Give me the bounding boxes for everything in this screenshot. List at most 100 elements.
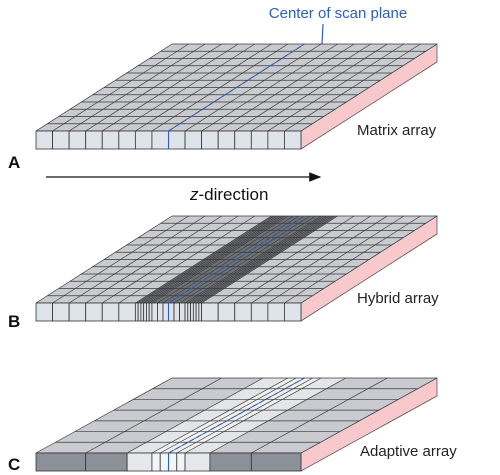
grid-column-line: [52, 215, 189, 304]
element-front-cell: [250, 302, 269, 322]
element-front-cell: [52, 302, 70, 322]
element-front-cell: [118, 302, 136, 322]
element-front-cell: [68, 302, 87, 322]
grid-column-line: [85, 215, 222, 304]
grid-column-line: [187, 215, 325, 304]
z-direction-axis: z-direction: [46, 172, 322, 204]
z-direction-label: z-direction: [189, 185, 268, 204]
panel-letter-a: A: [8, 153, 20, 172]
element-front-cell: [151, 452, 161, 472]
panel-letter-c: C: [8, 455, 20, 474]
element-column-top: [160, 378, 305, 453]
element-front-cell: [126, 452, 153, 472]
element-front-cell: [52, 130, 70, 150]
element-front-cell: [137, 302, 142, 322]
grid-column-line: [35, 215, 173, 304]
element-front-cell: [85, 130, 103, 150]
element-front-cell: [184, 302, 189, 322]
element-front-cell: [198, 302, 203, 322]
grid-column-line: [162, 215, 300, 304]
element-front-cell: [151, 302, 158, 322]
grid-column-line: [157, 215, 294, 304]
grid-column-line: [179, 215, 316, 304]
element-front-cell: [148, 302, 153, 322]
grid-column-line: [176, 377, 313, 454]
element-front-cell: [85, 452, 128, 472]
element-front-cell: [267, 302, 285, 322]
element-front-cell: [151, 130, 169, 150]
adaptive-array-label: Adaptive array: [360, 443, 457, 460]
element-front-cell: [195, 302, 200, 322]
scan-plane-line: [168, 215, 305, 304]
grid-column-line: [151, 43, 289, 132]
grid-column-line: [135, 215, 272, 304]
element-front-cell: [267, 130, 285, 150]
grid-column-line: [267, 215, 405, 304]
grid-column-line: [195, 215, 333, 304]
grid-column-line: [68, 215, 206, 304]
scan-plane-callout-leader: [321, 23, 324, 45]
hybrid-array-label: Hybrid array: [357, 290, 439, 307]
grid-column-line: [201, 215, 338, 304]
scan-plane-callout: Center of scan plane: [269, 5, 407, 22]
grid-column-line: [35, 43, 173, 132]
element-front-cell: [217, 302, 236, 322]
grid-column-line: [68, 43, 206, 132]
element-front-cell: [201, 130, 219, 150]
element-front-cell: [140, 302, 145, 322]
element-front-cell: [284, 130, 302, 150]
element-column-top: [151, 378, 297, 453]
element-front-cell: [35, 302, 53, 322]
element-front-cell: [101, 302, 120, 322]
element-front-cell: [234, 130, 252, 150]
element-front-cell: [68, 130, 87, 150]
panel-letter-b: B: [8, 312, 20, 331]
grid-column-line: [184, 43, 322, 132]
grid-column-line: [217, 215, 355, 304]
grid-column-line: [209, 377, 347, 454]
grid-column-line: [300, 215, 438, 304]
grid-column-line: [284, 43, 421, 132]
element-front-cell: [85, 302, 103, 322]
grid-column-line: [126, 377, 264, 454]
grid-column-line: [151, 377, 289, 454]
grid-column-line: [173, 215, 311, 304]
element-column-top: [176, 378, 322, 453]
grid-column-line: [267, 43, 405, 132]
element-front-cell: [217, 130, 236, 150]
element-front-cell: [101, 130, 120, 150]
grid-column-line: [135, 43, 272, 132]
grid-column-line: [102, 215, 239, 304]
grid-column-line: [35, 377, 173, 454]
element-front-cell: [250, 452, 302, 472]
element-front-cell: [134, 302, 139, 322]
grid-column-line: [140, 215, 278, 304]
grid-column-line: [52, 43, 189, 132]
scan-plane-line: [168, 377, 305, 454]
element-front-cell: [209, 452, 252, 472]
grid-column-line: [193, 215, 330, 304]
element-front-cell: [159, 452, 169, 472]
element-column-top: [251, 378, 437, 453]
grid-column-line: [300, 377, 438, 454]
panel-hybrid-array: B Hybrid array: [8, 215, 439, 331]
element-column-top: [209, 378, 388, 453]
element-front-cell: [35, 130, 53, 150]
element-front-cell: [118, 130, 136, 150]
grid-column-line: [118, 215, 256, 304]
element-front-cell: [173, 302, 180, 322]
grid-column-line: [190, 215, 327, 304]
element-front-cell: [184, 130, 203, 150]
element-front-cell: [168, 452, 178, 472]
grid-column-line: [143, 215, 280, 304]
element-front-cell: [157, 302, 164, 322]
panel-adaptive-array: C Adaptive array: [8, 377, 457, 474]
grid-column-line: [217, 43, 355, 132]
element-front-cell: [176, 452, 186, 472]
element-column-top: [168, 378, 313, 453]
grid-column-line: [184, 215, 322, 304]
grid-column-line: [160, 377, 297, 454]
element-front-cell: [250, 130, 269, 150]
grid-column-line: [85, 43, 222, 132]
